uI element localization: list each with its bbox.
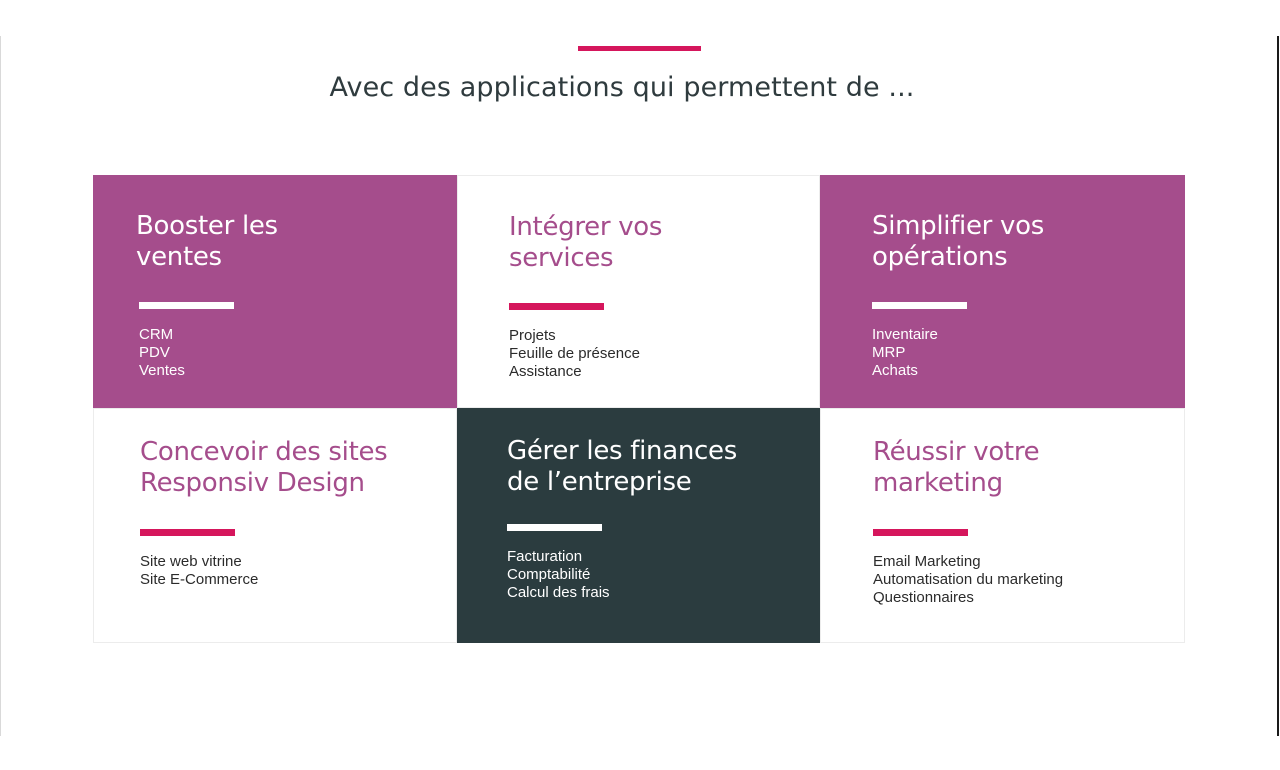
- tile-accent-bar: [872, 302, 967, 309]
- tile-booster-ventes[interactable]: Booster les ventes CRM PDV Ventes: [93, 175, 457, 408]
- tile-app-list: Projets Feuille de présence Assistance: [509, 327, 640, 381]
- section-heading: Avec des applications qui permettent de …: [329, 72, 915, 103]
- tile-accent-bar: [139, 302, 234, 309]
- list-item[interactable]: Comptabilité: [507, 566, 591, 583]
- list-item[interactable]: CRM: [139, 326, 174, 343]
- tile-accent-bar: [140, 529, 235, 536]
- list-item[interactable]: PDV: [139, 344, 170, 361]
- list-item[interactable]: Facturation: [507, 548, 583, 565]
- tile-title: Gérer les finances de l’entreprise: [507, 436, 737, 497]
- list-item[interactable]: Assistance: [509, 363, 582, 380]
- app-tiles-grid: Booster les ventes CRM PDV Ventes Intégr…: [93, 175, 1185, 643]
- list-item[interactable]: Ventes: [139, 362, 185, 379]
- tile-title: Réussir votre marketing: [873, 437, 1040, 498]
- tile-title: Simplifier vos opérations: [872, 211, 1044, 272]
- list-item[interactable]: Achats: [872, 362, 918, 379]
- list-item[interactable]: Email Marketing: [873, 553, 981, 570]
- list-item[interactable]: Inventaire: [872, 326, 938, 343]
- tile-reussir-marketing[interactable]: Réussir votre marketing Email Marketing …: [820, 408, 1185, 643]
- list-item[interactable]: Site web vitrine: [140, 553, 242, 570]
- tile-integrer-services[interactable]: Intégrer vos services Projets Feuille de…: [457, 175, 820, 408]
- tile-accent-bar: [507, 524, 602, 531]
- tile-title: Intégrer vos services: [509, 212, 663, 273]
- list-item[interactable]: Automatisation du marketing: [873, 571, 1064, 588]
- tile-app-list: Inventaire MRP Achats: [872, 326, 938, 380]
- tile-app-list: Facturation Comptabilité Calcul des frai…: [507, 548, 610, 602]
- heading-accent-bar: [578, 46, 701, 51]
- tile-gerer-finances[interactable]: Gérer les finances de l’entreprise Factu…: [457, 408, 820, 643]
- tile-app-list: Email Marketing Automatisation du market…: [873, 553, 1063, 607]
- list-item[interactable]: Calcul des frais: [507, 584, 610, 601]
- tile-accent-bar: [873, 529, 968, 536]
- left-edge-divider: [0, 36, 1, 736]
- tile-app-list: Site web vitrine Site E-Commerce: [140, 553, 258, 589]
- tile-concevoir-sites[interactable]: Concevoir des sites Responsiv Design Sit…: [93, 408, 457, 643]
- list-item[interactable]: Questionnaires: [873, 589, 974, 606]
- tile-app-list: CRM PDV Ventes: [139, 326, 185, 380]
- tile-simplifier-operations[interactable]: Simplifier vos opérations Inventaire MRP…: [820, 175, 1185, 408]
- list-item[interactable]: MRP: [872, 344, 906, 361]
- tile-accent-bar: [509, 303, 604, 310]
- list-item[interactable]: Feuille de présence: [509, 345, 640, 362]
- list-item[interactable]: Projets: [509, 327, 556, 344]
- tile-title: Concevoir des sites Responsiv Design: [140, 437, 388, 498]
- right-edge-divider: [1277, 36, 1279, 736]
- tile-title: Booster les ventes: [136, 211, 278, 272]
- list-item[interactable]: Site E-Commerce: [140, 571, 259, 588]
